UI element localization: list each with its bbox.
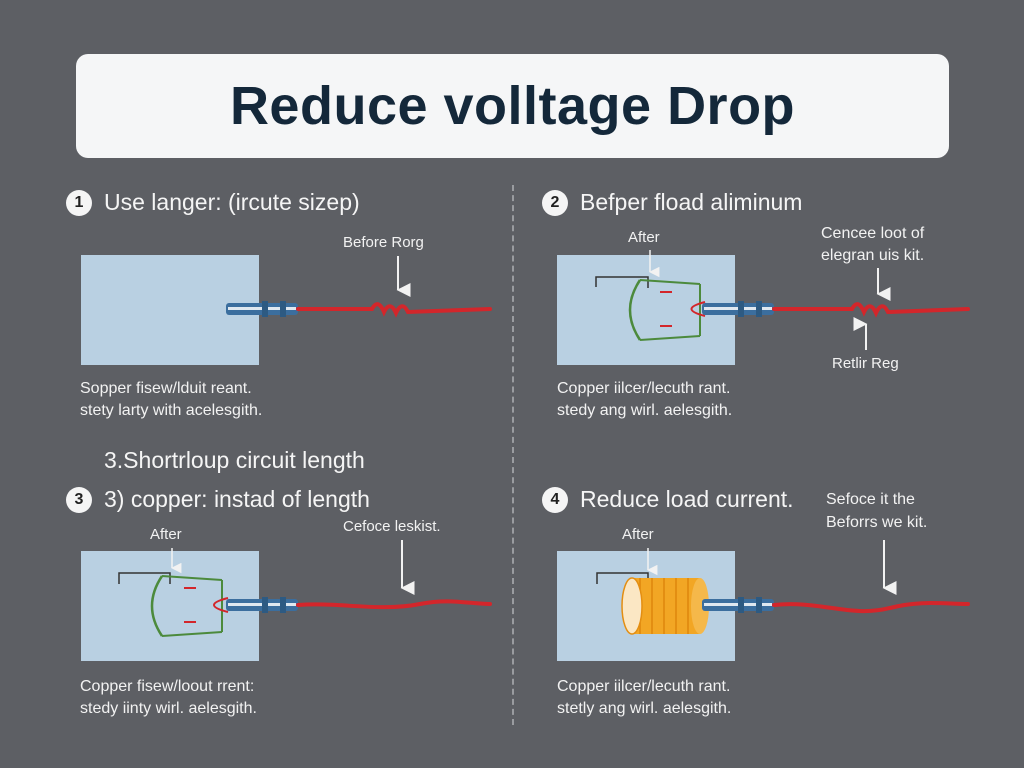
section-2-label-retlir: Retlir Reg xyxy=(832,355,899,372)
section-1-label-before: Before Rorg xyxy=(343,234,424,251)
section-2-heading: 2 Befper fload aliminum xyxy=(542,189,802,216)
section-3-coil-icon xyxy=(118,572,229,637)
section-4-title: Reduce load current. xyxy=(580,486,794,512)
section-4-wire xyxy=(772,601,970,614)
section-1-caption: Sopper fisew/lduit reant. stety larty wi… xyxy=(80,378,262,422)
page-title: Reduce volltage Drop xyxy=(229,76,796,136)
section-1-caption-line-1: Sopper fisew/lduit reant. xyxy=(80,380,252,397)
section-4-label-after: After xyxy=(622,526,654,543)
section-2-label-note-2: elegran uis kit. xyxy=(821,247,925,264)
section-3-number: 3 xyxy=(66,486,92,513)
section-4-caption-line-2: stetly ang wirl. aelesgith. xyxy=(557,700,732,717)
section-3-heading: 3 3) copper: instad of length xyxy=(66,486,370,513)
section-4-caption-line-1: Copper iilcer/lecuth rant. xyxy=(557,678,731,695)
section-1-number: 1 xyxy=(66,189,92,216)
section-1-caption-line-2: stety larty with acelesgith. xyxy=(80,402,263,419)
section-4-load-cylinder-icon xyxy=(596,572,709,635)
section-1-wire xyxy=(296,302,492,318)
section-2-caption-line-1: Copper iilcer/lecuth rant. xyxy=(557,380,731,397)
section-4-label-note-1: Sefoce it the xyxy=(826,491,915,508)
section-2-caption: Copper iilcer/lecuth rant. stedy ang wir… xyxy=(557,378,732,422)
section-3-wire xyxy=(296,599,492,610)
section-2-coil-icon xyxy=(595,276,706,341)
section-4-heading: 4 Reduce load current. xyxy=(542,486,794,513)
section-2-label-after: After xyxy=(628,229,660,246)
section-2-caption-line-2: stedy ang wirl. aelesgith. xyxy=(557,402,733,419)
shortloop-heading: 3.Shortrloup circuit length xyxy=(104,447,365,474)
section-3-label-after: After xyxy=(150,526,182,543)
section-3-title: 3) copper: instad of length xyxy=(104,486,370,512)
section-2-label-note-1: Cencee loot of xyxy=(821,225,925,242)
section-3-label-before: Cefoce leskist. xyxy=(343,518,441,535)
section-4-caption: Copper iilcer/lecuth rant. stetly ang wi… xyxy=(557,676,731,720)
section-2-connector xyxy=(702,301,774,317)
section-1-connector xyxy=(226,301,298,317)
section-3-caption-line-2: stedy iinty wirl. aelesgith. xyxy=(80,700,257,717)
section-3-caption: Copper fisew/loout rrent: stedy iinty wi… xyxy=(80,676,257,720)
section-3-caption-line-1: Copper fisew/loout rrent: xyxy=(80,678,255,695)
shortloop-title: 3.Shortrloup circuit length xyxy=(104,447,365,473)
section-2-number: 2 xyxy=(542,189,568,216)
section-3-connector xyxy=(226,597,298,613)
section-2-wire xyxy=(772,302,970,318)
section-4-label-note-2: Beforrs we kit. xyxy=(826,514,928,531)
center-divider xyxy=(512,185,514,725)
section-1-title: Use langer: (ircute sizep) xyxy=(104,189,360,215)
title-card: Reduce volltage Drop xyxy=(76,54,949,158)
section-4-number: 4 xyxy=(542,486,568,513)
section-4-connector xyxy=(702,597,774,613)
section-1-heading: 1 Use langer: (ircute sizep) xyxy=(66,189,360,216)
section-2-title: Befper fload aliminum xyxy=(580,189,803,215)
